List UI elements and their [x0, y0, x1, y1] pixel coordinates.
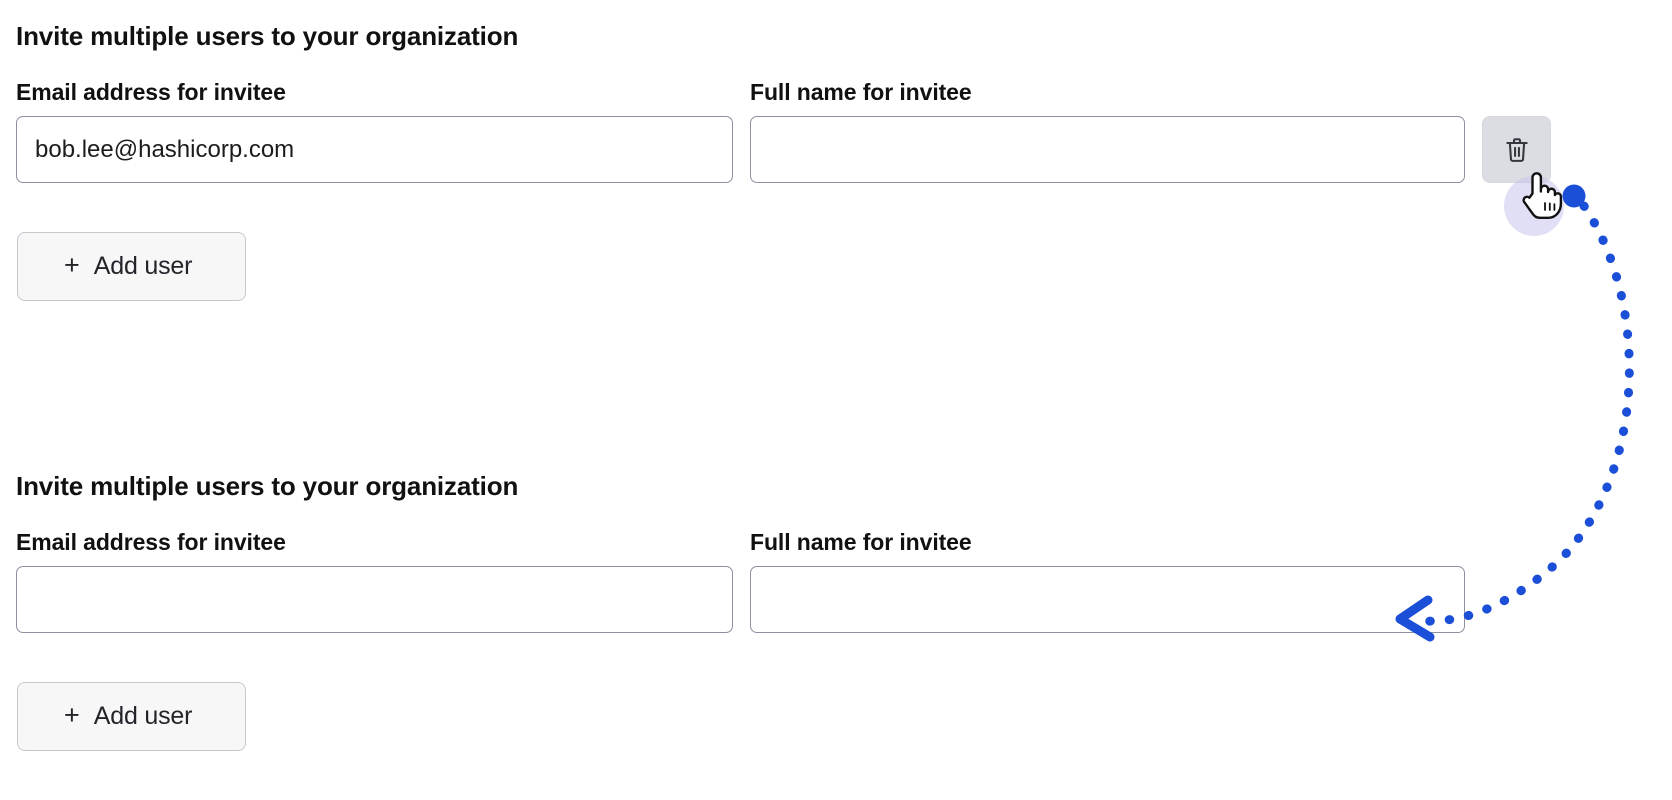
fullname-input-2[interactable]: [750, 566, 1465, 633]
fullname-field-label-2: Full name for invitee: [750, 529, 972, 555]
add-user-button-label: Add user: [93, 252, 193, 280]
page-title-2: Invite multiple users to your organizati…: [16, 471, 519, 501]
fullname-field-group: Full name for invitee: [750, 78, 1465, 183]
add-user-button-label-2: Add user: [93, 702, 193, 730]
page-title: Invite multiple users to your organizati…: [16, 21, 519, 51]
add-user-button[interactable]: + Add user: [17, 232, 246, 301]
email-field-group-2: Email address for invitee: [16, 528, 733, 633]
fullname-field-group-2: Full name for invitee: [750, 528, 1465, 633]
plus-icon-2: +: [64, 700, 80, 730]
invite-fields-row: Email address for invitee Full name for …: [0, 78, 1672, 208]
invite-fields-row-2: Email address for invitee Full name for …: [0, 528, 1672, 658]
delete-row-button[interactable]: [1482, 116, 1551, 183]
plus-icon: +: [64, 250, 80, 280]
fullname-field-label: Full name for invitee: [750, 79, 972, 105]
trash-icon: [1504, 136, 1530, 164]
email-field-label-2: Email address for invitee: [16, 529, 286, 555]
email-input-2[interactable]: [16, 566, 733, 633]
email-field-group: Email address for invitee: [16, 78, 733, 183]
add-user-button-2[interactable]: + Add user: [17, 682, 246, 751]
fullname-input[interactable]: [750, 116, 1465, 183]
email-field-label: Email address for invitee: [16, 79, 286, 105]
email-input[interactable]: [16, 116, 733, 183]
